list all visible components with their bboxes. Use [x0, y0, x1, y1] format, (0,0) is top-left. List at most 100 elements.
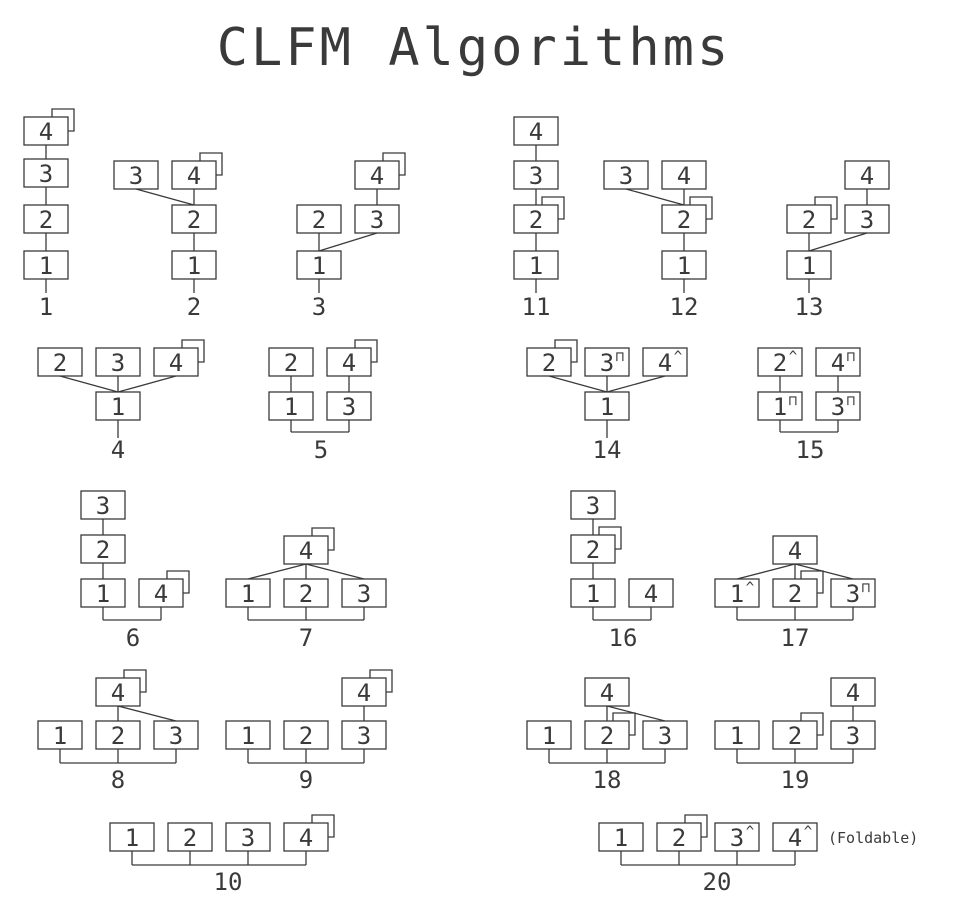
operator-2: 2 [772, 712, 824, 750]
operator-box [341, 720, 387, 750]
operator-box [757, 391, 803, 421]
operator-number: 1 [802, 252, 816, 280]
operator-number: 2 [788, 580, 802, 608]
operator-box [598, 822, 644, 852]
algorithm-number: 15 [796, 436, 825, 464]
operator-2: 2 [283, 578, 329, 608]
operator-mark: ⊓ [616, 349, 624, 365]
operator-4: 4 [513, 116, 559, 146]
operator-box [23, 158, 69, 188]
operator-number: 4 [658, 349, 672, 377]
feedback-icon [199, 152, 223, 176]
operator-number: 3 [169, 722, 183, 750]
modulation-line [117, 705, 177, 722]
operator-3: 3⊓ [830, 578, 876, 608]
operator-box [786, 204, 832, 234]
operator-number: 2 [586, 536, 600, 564]
feedback-icon [684, 814, 708, 838]
operator-box [283, 535, 329, 565]
algorithm-number: 4 [111, 436, 125, 464]
operator-box [772, 578, 818, 608]
operator-mark: ^ [746, 824, 754, 840]
operator-box [642, 720, 688, 750]
operator-4: 4 [772, 535, 818, 565]
operator-4: 4 [326, 339, 378, 377]
operator-3: 3 [23, 158, 69, 188]
operator-box [603, 160, 649, 190]
operator-number: 1 [614, 824, 628, 852]
operator-1: 1 [225, 578, 271, 608]
operator-number: 2 [183, 824, 197, 852]
operator-box [584, 391, 630, 421]
feedback-icon [354, 339, 378, 363]
modulation-line [305, 563, 365, 580]
operator-box [23, 204, 69, 234]
feedback-icon [800, 570, 824, 594]
operator-4: 4 [95, 669, 147, 707]
operator-box [526, 347, 572, 377]
operator-4: 4 [171, 152, 223, 190]
operator-4: 4 [138, 570, 190, 608]
operator-4: 4 [584, 677, 630, 707]
operator-3: 3 [570, 490, 616, 520]
operator-2: 2 [37, 347, 83, 377]
operator-3: 3 [830, 720, 876, 750]
operator-box [584, 677, 630, 707]
algorithm-number: 5 [314, 436, 328, 464]
modulation-line [736, 563, 796, 580]
operator-box [570, 490, 616, 520]
operator-box [830, 720, 876, 750]
operator-number: 4 [529, 118, 543, 146]
algorithm-number: 13 [795, 293, 824, 321]
operator-number: 3 [586, 492, 600, 520]
operator-number: 2 [542, 349, 556, 377]
operator-number: 1 [586, 580, 600, 608]
operator-mark: ⊓ [789, 393, 797, 409]
operator-number: 1 [241, 722, 255, 750]
operator-2: 2 [171, 204, 217, 234]
operator-2: 2 [786, 196, 838, 234]
operator-box [772, 535, 818, 565]
operator-number: 4 [169, 349, 183, 377]
operator-number: 3 [846, 722, 860, 750]
operator-number: 1 [111, 393, 125, 421]
modulation-line [59, 375, 119, 393]
operator-number: 1 [677, 252, 691, 280]
operator-3: 3 [80, 490, 126, 520]
operator-2: 2 [167, 822, 213, 852]
operator-2: 2 [526, 339, 578, 377]
operator-number: 1 [600, 393, 614, 421]
operator-number: 4 [342, 349, 356, 377]
operator-4: 4 [23, 108, 75, 146]
operator-1: 1 [296, 250, 342, 280]
operator-mark: ^ [746, 580, 754, 596]
operator-box [268, 347, 314, 377]
algorithm-number: 8 [111, 766, 125, 794]
operator-box [283, 822, 329, 852]
operator-box [171, 160, 217, 190]
operator-mark: ^ [674, 349, 682, 365]
operator-number: 1 [730, 722, 744, 750]
operator-1: 1 [171, 250, 217, 280]
operator-box [830, 578, 876, 608]
operator-box [296, 250, 342, 280]
operator-number: 4 [154, 580, 168, 608]
operator-box [80, 490, 126, 520]
operator-box [584, 347, 630, 377]
operator-1: 1 [225, 720, 271, 750]
operator-number: 3 [111, 349, 125, 377]
operator-box [844, 160, 890, 190]
operator-1: 1 [584, 391, 630, 421]
operator-number: 4 [860, 162, 874, 190]
operator-3: 3 [225, 822, 271, 852]
operator-box [714, 822, 760, 852]
operator-box [526, 720, 572, 750]
operator-4: 4 [354, 152, 406, 190]
feedback-icon [612, 712, 636, 736]
